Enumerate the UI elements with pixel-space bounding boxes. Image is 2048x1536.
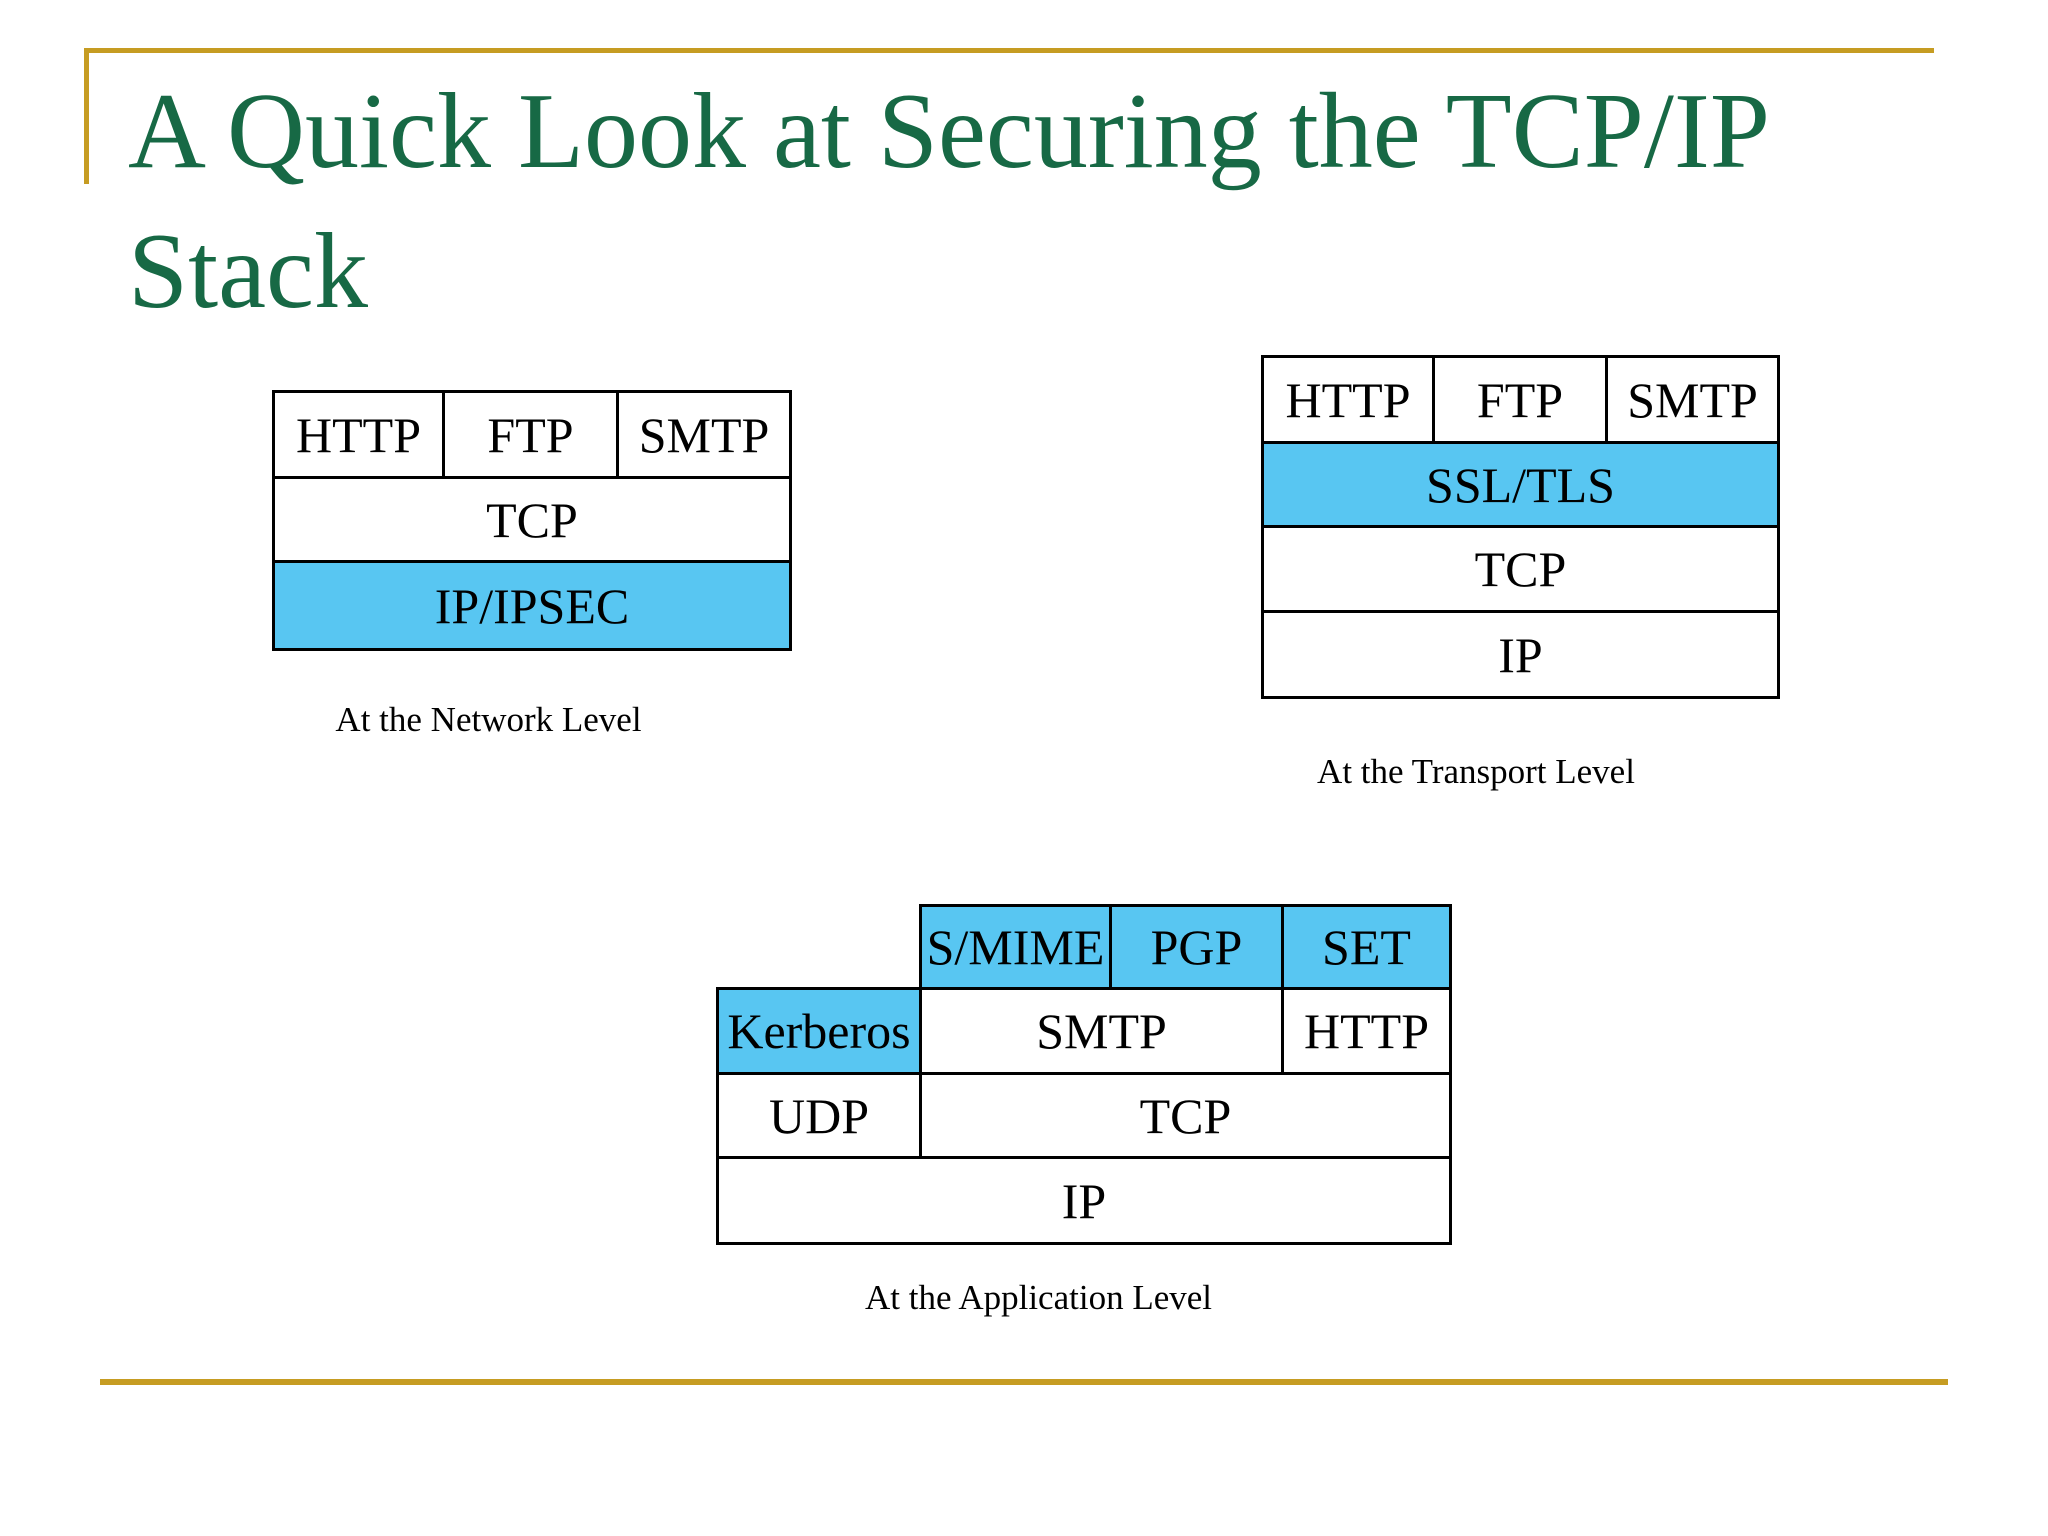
table-row: UDP TCP bbox=[716, 1072, 1452, 1159]
cell-ip-ipsec: IP/IPSEC bbox=[272, 560, 792, 651]
cell-ftp: FTP bbox=[1432, 355, 1608, 444]
application-level-caption: At the Application Level bbox=[865, 1278, 1212, 1317]
application-stack-diagram: S/MIME PGP SET Kerberos SMTP HTTP UDP TC… bbox=[716, 904, 1452, 1245]
cell-http: HTTP bbox=[1261, 355, 1435, 444]
transport-stack-diagram: HTTP FTP SMTP SSL/TLS TCP IP bbox=[1261, 355, 1780, 699]
cell-smtp: SMTP bbox=[1605, 355, 1780, 444]
cell-kerberos: Kerberos bbox=[716, 987, 922, 1075]
table-row: IP/IPSEC bbox=[272, 560, 792, 651]
slide-title: A Quick Look at Securing the TCP/IP Stac… bbox=[128, 62, 2008, 342]
table-row: SSL/TLS bbox=[1261, 441, 1780, 528]
footer-accent-line bbox=[100, 1379, 1948, 1385]
cell-tcp: TCP bbox=[919, 1072, 1452, 1159]
cell-smtp: SMTP bbox=[616, 390, 792, 479]
cell-ip: IP bbox=[716, 1156, 1452, 1245]
table-row: HTTP FTP SMTP bbox=[272, 390, 792, 479]
cell-tcp: TCP bbox=[1261, 525, 1780, 613]
network-level-caption: At the Network Level bbox=[335, 700, 642, 739]
title-accent-line-left bbox=[84, 48, 89, 184]
table-row: TCP bbox=[272, 476, 792, 563]
title-accent-line-top bbox=[84, 48, 1934, 53]
slide-title-line2: Stack bbox=[128, 212, 368, 331]
empty-region bbox=[718, 906, 921, 989]
cell-tcp: TCP bbox=[272, 476, 792, 563]
cell-ssl-tls: SSL/TLS bbox=[1261, 441, 1780, 528]
cell-ftp: FTP bbox=[442, 390, 619, 479]
table-row: S/MIME PGP SET bbox=[718, 904, 1452, 990]
cell-pgp: PGP bbox=[1109, 904, 1284, 990]
table-row: Kerberos SMTP HTTP bbox=[716, 987, 1452, 1075]
cell-ip: IP bbox=[1261, 610, 1780, 699]
table-row: HTTP FTP SMTP bbox=[1261, 355, 1780, 444]
transport-level-caption: At the Transport Level bbox=[1317, 752, 1635, 791]
cell-udp: UDP bbox=[716, 1072, 922, 1159]
table-row: TCP bbox=[1261, 525, 1780, 613]
cell-http: HTTP bbox=[1281, 987, 1452, 1075]
cell-http: HTTP bbox=[272, 390, 445, 479]
table-row: IP bbox=[716, 1156, 1452, 1245]
table-row: IP bbox=[1261, 610, 1780, 699]
network-stack-diagram: HTTP FTP SMTP TCP IP/IPSEC bbox=[272, 390, 792, 651]
cell-smtp: SMTP bbox=[919, 987, 1284, 1075]
slide-title-line1: A Quick Look at Securing the TCP/IP bbox=[128, 72, 1770, 191]
cell-set: SET bbox=[1281, 904, 1452, 990]
cell-smime: S/MIME bbox=[919, 904, 1112, 990]
